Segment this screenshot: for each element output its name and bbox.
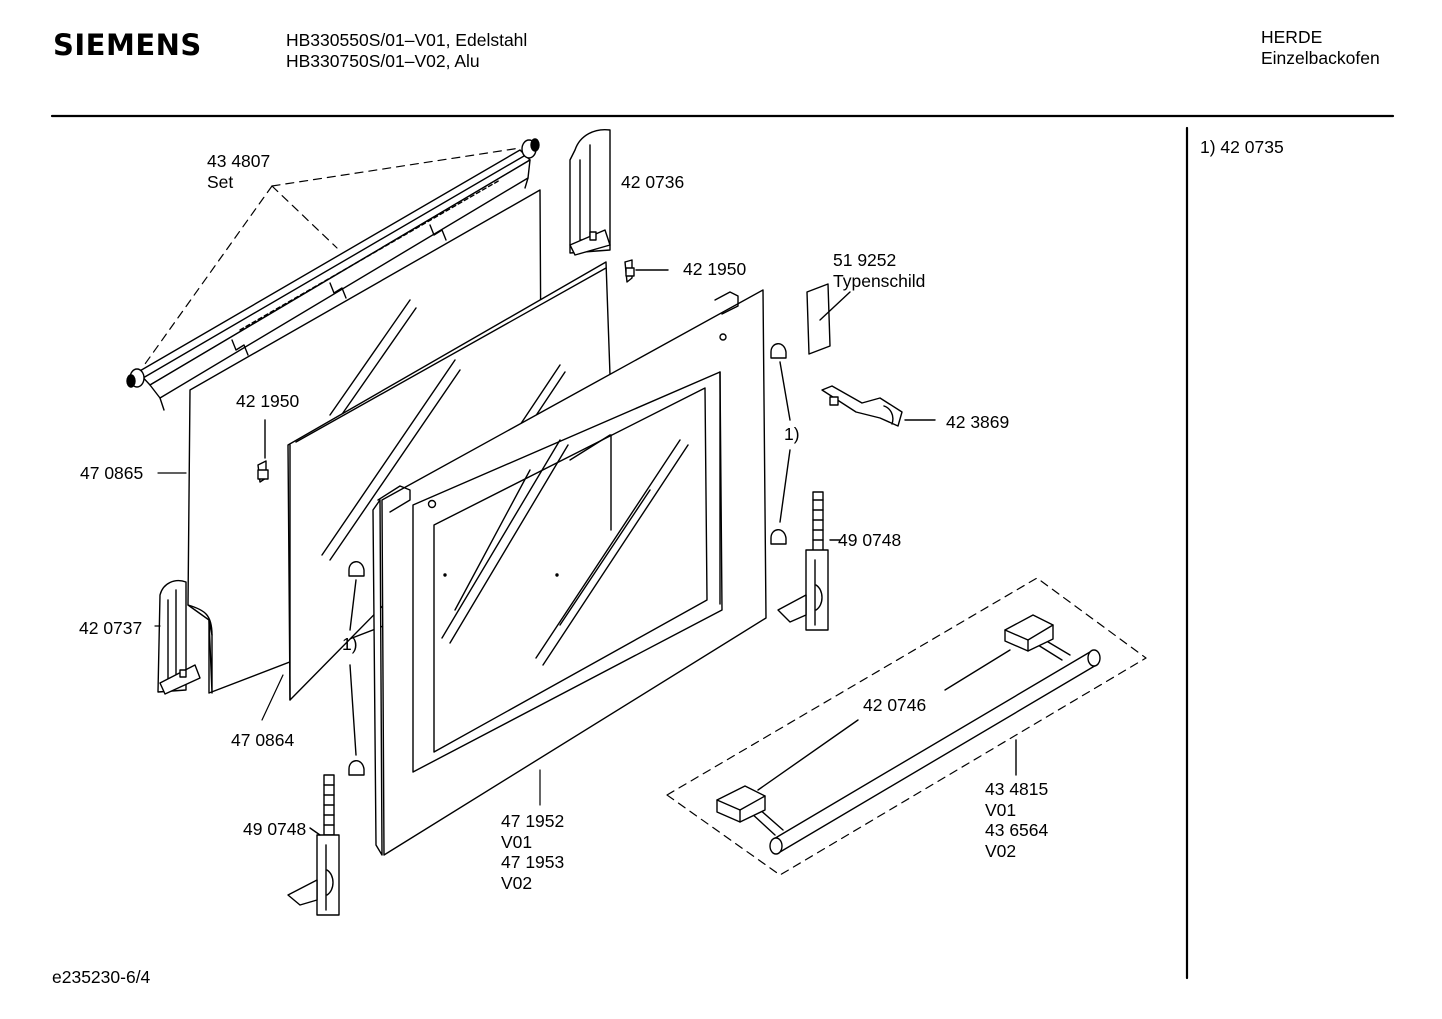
set-dashed-lines	[144, 147, 521, 365]
part-label-421950-mid: 42 1950	[236, 391, 300, 411]
hinge-right	[777, 491, 841, 631]
model-line-2: HB330750S/01–V02, Alu	[286, 51, 480, 71]
model-line-1: HB330550S/01–V01, Edelstahl	[286, 30, 528, 50]
side-clip-top	[569, 128, 611, 256]
hinge-bracket	[821, 385, 936, 427]
type-plate	[806, 283, 851, 355]
hinge-left	[287, 774, 340, 916]
ref-label-right: 1)	[784, 424, 800, 444]
category-lines: HERDE Einzelbackofen	[1261, 27, 1380, 69]
brand-logo: SIEMENS	[53, 28, 202, 62]
top-hinge-trim	[126, 138, 540, 411]
handle-assembly	[666, 577, 1147, 876]
part-label-490748-left: 49 0748	[243, 819, 307, 839]
category-line-1: HERDE	[1261, 27, 1323, 47]
front-door-panel	[372, 289, 767, 856]
small-clip-mid	[257, 419, 269, 483]
category-line-2: Einzelbackofen	[1261, 48, 1380, 68]
part-label-421950-top: 42 1950	[683, 259, 747, 279]
model-lines: HB330550S/01–V01, Edelstahl HB330750S/01…	[286, 30, 527, 72]
ref-label-left: 1)	[342, 634, 358, 654]
part-label-470865: 47 0865	[80, 463, 144, 483]
label-leaders	[154, 472, 541, 806]
part-label-420746: 42 0746	[863, 695, 927, 715]
part-label-420736: 42 0736	[621, 172, 685, 192]
part-label-470864: 47 0864	[231, 730, 295, 750]
side-clip-bottom	[157, 579, 201, 695]
part-label-420737: 42 0737	[79, 618, 143, 638]
door-stoppers	[348, 343, 791, 776]
small-clip-top	[624, 259, 669, 283]
part-label-490748-right: 49 0748	[838, 530, 902, 550]
doc-id: e235230-6/4	[52, 967, 151, 987]
part-label-423869: 42 3869	[946, 412, 1010, 432]
side-note: 1) 42 0735	[1200, 137, 1284, 157]
